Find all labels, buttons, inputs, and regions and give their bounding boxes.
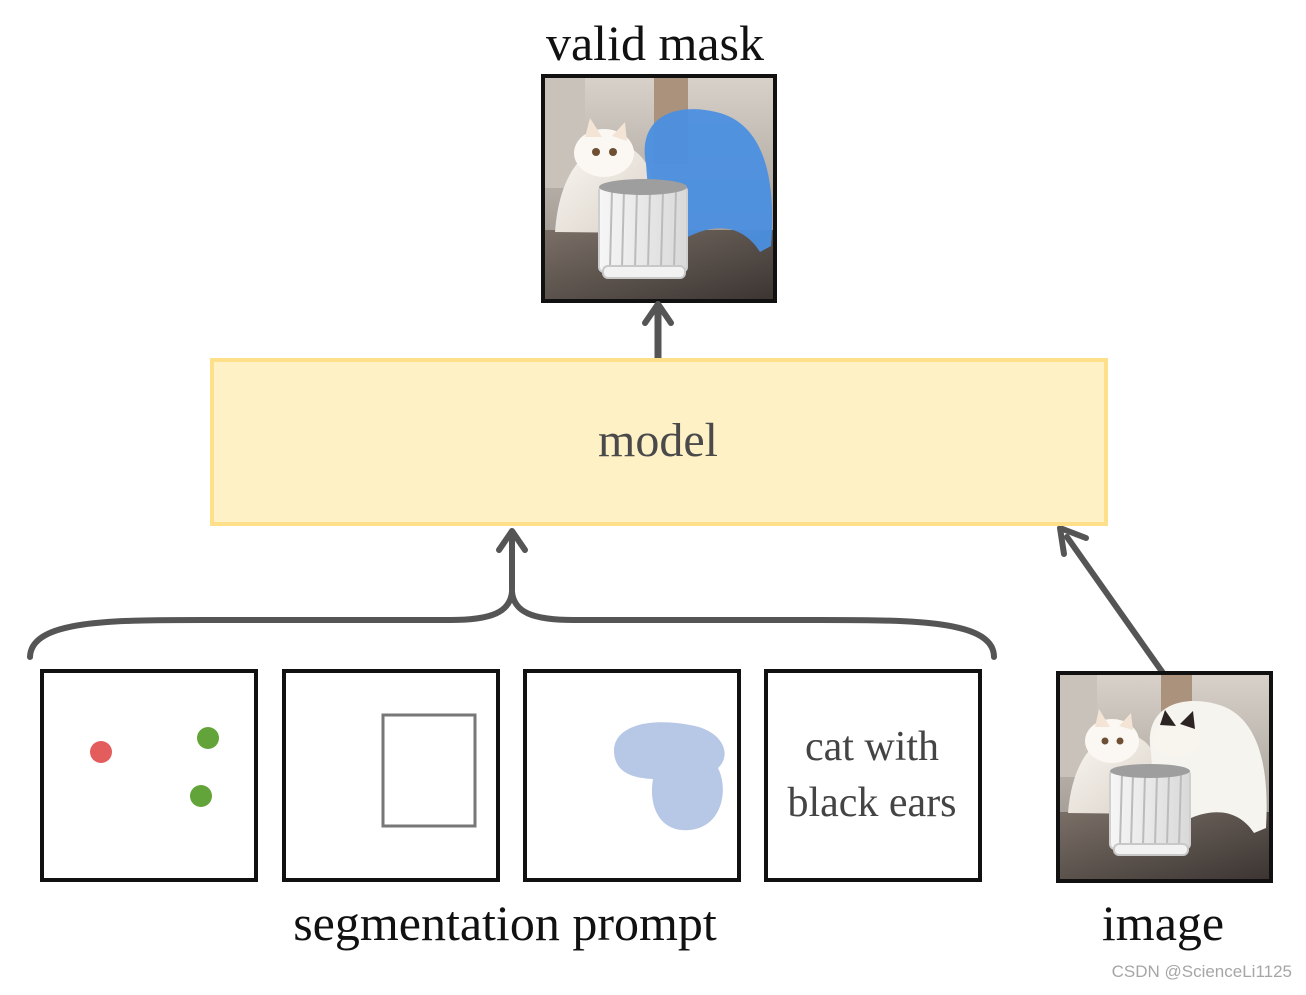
pot-ridges	[609, 189, 677, 269]
green-point-icon	[197, 727, 219, 749]
prompt-brace-arrow	[27, 528, 997, 660]
input-pot-base	[1113, 843, 1189, 856]
input-pot-opening	[1110, 764, 1190, 778]
cat-photo	[1060, 675, 1269, 879]
green-point-icon-2	[190, 785, 212, 807]
prompt-box-points	[40, 669, 258, 882]
arrow-model-to-output	[642, 301, 674, 362]
input-black-ear	[1160, 710, 1176, 726]
pot-opening	[599, 179, 687, 195]
image-label: image	[1101, 895, 1225, 951]
prompt-box-text	[764, 669, 982, 882]
arrow-image-to-model	[1057, 525, 1166, 676]
input-left-cat-head	[1085, 719, 1139, 763]
input-left-cat-eye	[1101, 737, 1109, 745]
left-cat-eye	[592, 148, 600, 156]
left-cat-ear-left	[585, 118, 602, 137]
text-prompt-line-1: cat with	[804, 724, 940, 770]
input-left-cat-eye-2	[1116, 737, 1124, 745]
valid-mask-title: valid mask	[545, 15, 765, 71]
input-image	[1056, 671, 1273, 883]
box-icon	[381, 713, 477, 828]
left-cat-head	[574, 129, 634, 177]
input-right-cat-head	[1153, 720, 1201, 758]
model-label: model	[598, 414, 718, 467]
input-left-cat-ear	[1095, 709, 1110, 727]
input-pot-ridges	[1119, 773, 1182, 847]
prompt-box-mask	[523, 669, 741, 882]
pot-base	[602, 265, 686, 279]
prompt-box-box	[282, 669, 500, 882]
segmentation-prompt-label: segmentation prompt	[293, 895, 717, 951]
text-prompt: cat with black ears	[769, 719, 975, 831]
model-box	[210, 358, 1108, 526]
watermark: CSDN @ScienceLi1125	[1111, 962, 1292, 981]
left-cat-eye-2	[609, 148, 617, 156]
input-left-cat-ear-2	[1119, 713, 1133, 730]
masked-cat-photo	[545, 78, 773, 299]
text-prompt-line-2: black ears	[787, 780, 957, 826]
output-image	[541, 74, 777, 303]
mask-icon	[613, 722, 725, 831]
left-cat-ear-right	[612, 122, 627, 141]
red-point-icon	[90, 741, 112, 763]
input-black-ear-2	[1180, 711, 1195, 729]
